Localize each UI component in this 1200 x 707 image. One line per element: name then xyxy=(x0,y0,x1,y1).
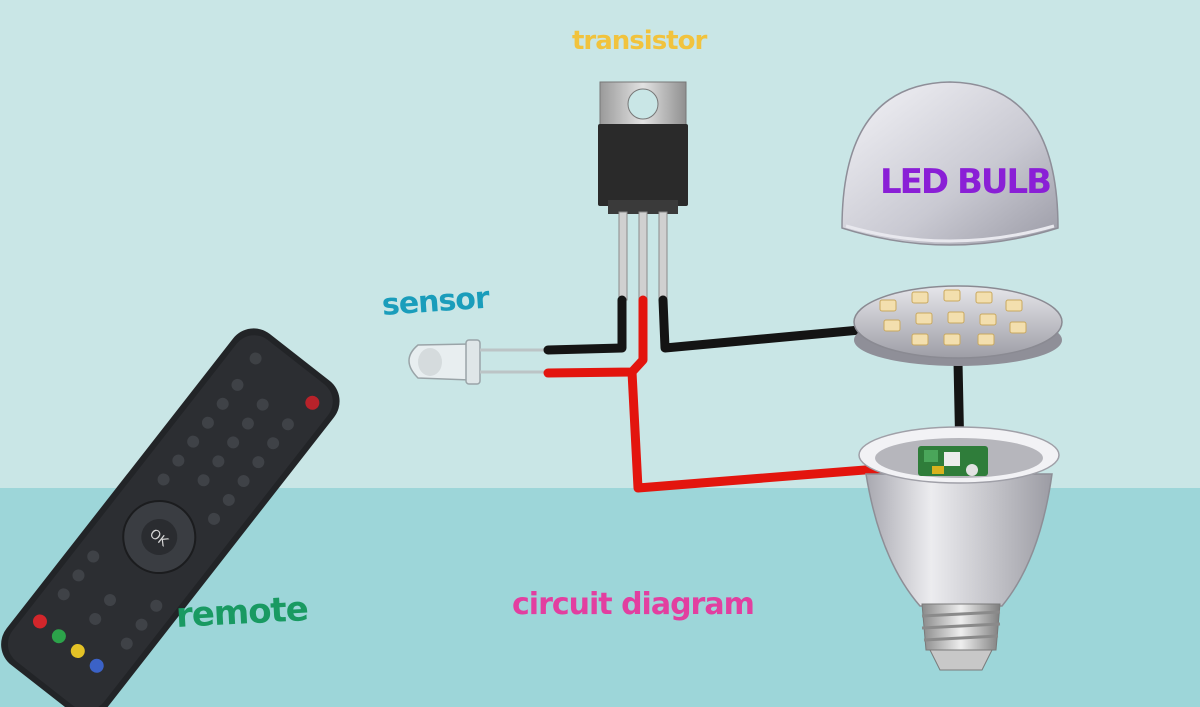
sensor-label: sensor xyxy=(380,280,490,323)
remote-label: remote xyxy=(174,589,309,636)
bulb-body xyxy=(858,426,1060,671)
red-wire-sensor-transistor xyxy=(543,295,648,378)
black-wire-transistor-led xyxy=(658,295,865,353)
led-bulb-dome xyxy=(841,81,1059,246)
transistor-component xyxy=(598,81,688,301)
black-wire-sensor-transistor xyxy=(543,295,627,355)
remote-control: OK xyxy=(1,328,340,707)
circuit-diagram-label: circuit diagram xyxy=(512,587,755,622)
led-bulb-label: LED BULB xyxy=(880,162,1052,202)
sensor-component xyxy=(408,339,555,385)
led-chip-plate xyxy=(853,285,1063,366)
red-wire-to-bulb-driver xyxy=(627,367,945,493)
transistor-label: transistor xyxy=(572,26,707,56)
